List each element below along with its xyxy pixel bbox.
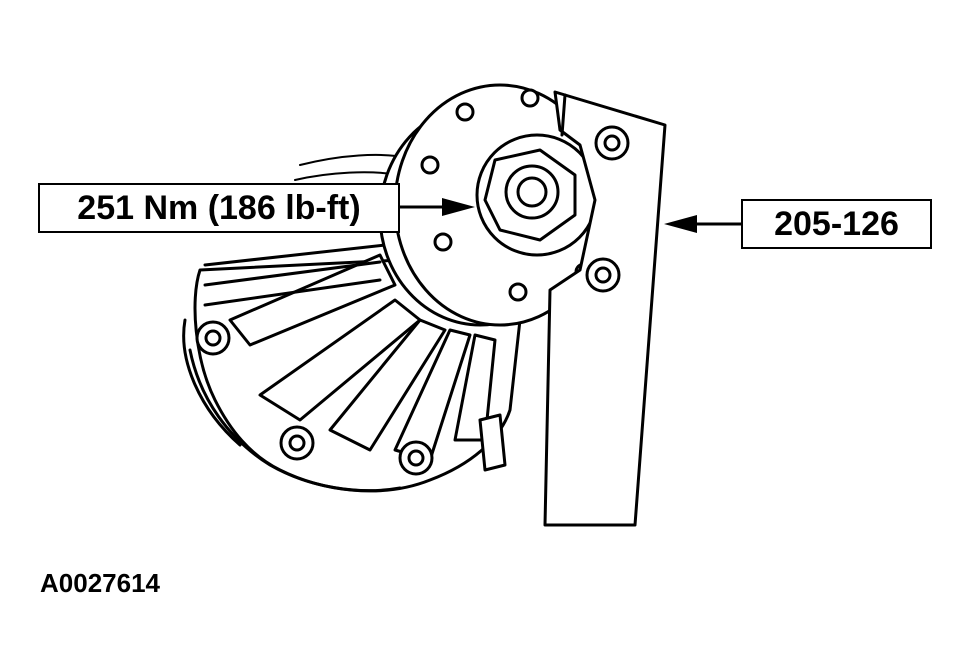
torque-leader-arrow xyxy=(398,198,475,216)
tool-leader-arrow xyxy=(664,215,743,233)
pinion-nut xyxy=(483,148,577,242)
housing-bolt xyxy=(195,320,231,356)
tool-bolt xyxy=(594,125,630,161)
flange-holding-tool xyxy=(543,90,667,527)
torque-spec-callout: 251 Nm (186 lb-ft) xyxy=(38,183,400,233)
tool-bolt xyxy=(585,257,621,293)
figure-id-label: A0027614 xyxy=(40,568,160,598)
differential-housing xyxy=(182,153,522,493)
special-tool-callout: 205-126 xyxy=(741,199,932,249)
housing-bolt xyxy=(398,440,434,476)
housing-bolt xyxy=(279,425,315,461)
